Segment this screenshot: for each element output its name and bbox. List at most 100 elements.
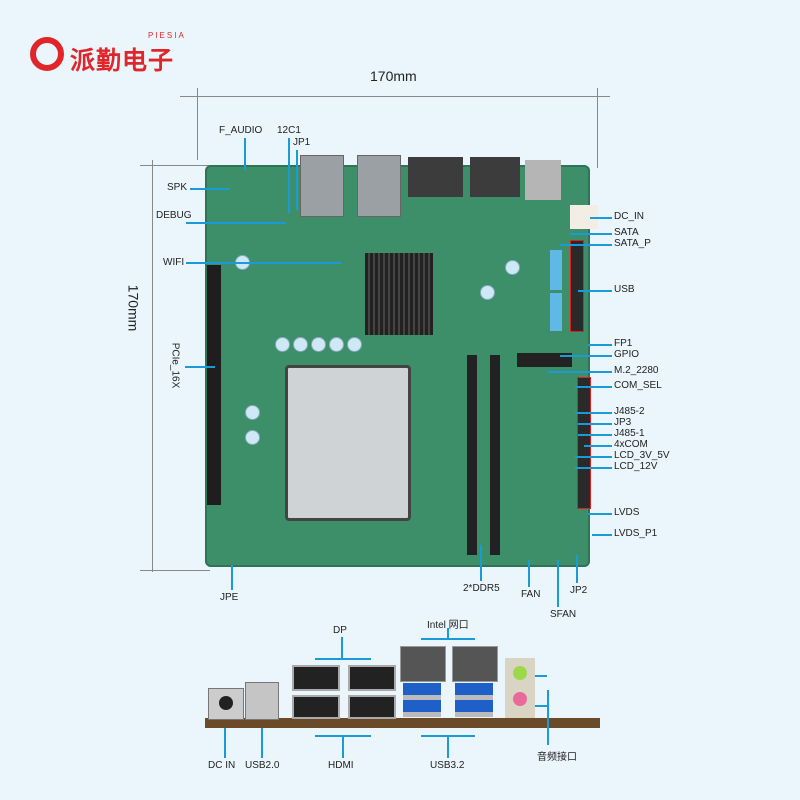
lan-port: [452, 646, 498, 682]
ddr5-slot: [490, 355, 500, 555]
dp-port: [348, 665, 396, 691]
leader-line: [578, 434, 612, 436]
dp-port: [292, 665, 340, 691]
label-j485-1: J485-1: [614, 428, 645, 439]
leader-line: [575, 467, 612, 469]
leader-line: [447, 628, 449, 639]
usb3-ports: [455, 683, 493, 717]
label-4xcom: 4xCOM: [614, 439, 648, 450]
label-lan: Intel 网口: [427, 620, 469, 631]
leader-line: [570, 233, 612, 235]
leader-line: [341, 637, 343, 659]
label-usb2: USB2.0: [245, 760, 280, 771]
leader-line: [421, 638, 475, 640]
leader-line: [590, 217, 612, 219]
usb-port: [525, 160, 561, 200]
label-wifi: WIFI: [163, 257, 185, 268]
leader-line: [261, 728, 263, 758]
io-panel-pcb: [205, 718, 600, 728]
dim-line-height: [152, 160, 153, 572]
dim-line-width: [180, 96, 610, 97]
label-dp: DP: [333, 625, 347, 636]
dc-in-jack: [208, 688, 244, 720]
leader-line: [315, 658, 371, 660]
label-lcd-12v: LCD_12V: [614, 461, 658, 472]
leader-line: [528, 560, 530, 587]
leader-line: [575, 386, 612, 388]
hdmi-port: [348, 695, 396, 719]
label-usb3: USB3.2: [430, 760, 465, 771]
label-ddr5: 2*DDR5: [463, 583, 500, 594]
label-lvds-p1: LVDS_P1: [614, 528, 658, 539]
logo-mark: [30, 37, 64, 71]
lan-port: [357, 155, 401, 217]
leader-line: [588, 344, 612, 346]
capacitor: [245, 405, 260, 420]
heatsink: [365, 253, 433, 335]
cpu-socket: [285, 365, 411, 521]
label-debug: DEBUG: [156, 210, 192, 221]
sata-port: [550, 293, 562, 331]
lan-port: [300, 155, 344, 217]
io-block: [408, 157, 463, 197]
label-jpe: JPE: [220, 592, 239, 603]
leader-line: [190, 188, 230, 190]
capacitor: [480, 285, 495, 300]
label-jp3: JP3: [614, 417, 632, 428]
motherboard: [205, 155, 598, 567]
label-lvds: LVDS: [614, 507, 640, 518]
label-com-sel: COM_SEL: [614, 380, 662, 391]
label-j485-2: J485-2: [614, 406, 645, 417]
label-f-audio: F_AUDIO: [219, 125, 263, 136]
ddr5-slot: [467, 355, 477, 555]
leader-line: [231, 565, 233, 590]
height-label: 170mm: [125, 284, 142, 332]
audio-jacks: [505, 658, 535, 718]
label-fp1: FP1: [614, 338, 633, 349]
label-jp2: JP2: [570, 585, 588, 596]
capacitor: [329, 337, 344, 352]
label-dc-in: DC IN: [208, 760, 236, 771]
label-sata: SATA: [614, 227, 639, 238]
label-hdmi: HDMI: [328, 760, 354, 771]
logo-subtext: PIESIA: [148, 31, 186, 40]
leader-line: [535, 705, 547, 707]
width-label: 170mm: [370, 68, 417, 84]
label-m-2-2280: M.2_2280: [614, 365, 659, 376]
leader-line: [548, 371, 612, 373]
label-sata-p: SATA_P: [614, 238, 651, 249]
leader-line: [224, 728, 226, 758]
label-audio: 音频接口: [537, 752, 577, 763]
leader-line: [588, 513, 612, 515]
hdmi-port: [292, 695, 340, 719]
leader-line: [447, 735, 449, 758]
label-spk: SPK: [167, 182, 188, 193]
leader-line: [575, 456, 612, 458]
capacitor: [311, 337, 326, 352]
capacitor: [505, 260, 520, 275]
leader-line: [296, 150, 298, 210]
label-pcie: PCIe_16X: [169, 342, 181, 389]
leader-line: [592, 534, 612, 536]
leader-line: [535, 675, 547, 677]
m2-slot: [517, 353, 572, 367]
com-header: [577, 377, 591, 509]
leader-line: [480, 545, 482, 581]
pcie-slot: [207, 265, 221, 505]
leader-line: [578, 290, 612, 292]
capacitor: [293, 337, 308, 352]
dim-tick: [597, 88, 598, 168]
leader-line: [342, 735, 344, 758]
leader-line: [186, 262, 341, 264]
label-sfan: SFAN: [550, 609, 577, 620]
usb2-ports: [245, 682, 279, 720]
logo: 派勤电子 PIESIA: [30, 31, 190, 75]
label-lcd-3v-5v: LCD_3V_5V: [614, 450, 670, 461]
capacitor: [275, 337, 290, 352]
usb-header: [570, 240, 584, 332]
leader-line: [584, 445, 612, 447]
sata-port: [550, 250, 562, 290]
capacitor: [245, 430, 260, 445]
label-dc-in: DC_IN: [614, 211, 645, 222]
capacitor: [347, 337, 362, 352]
